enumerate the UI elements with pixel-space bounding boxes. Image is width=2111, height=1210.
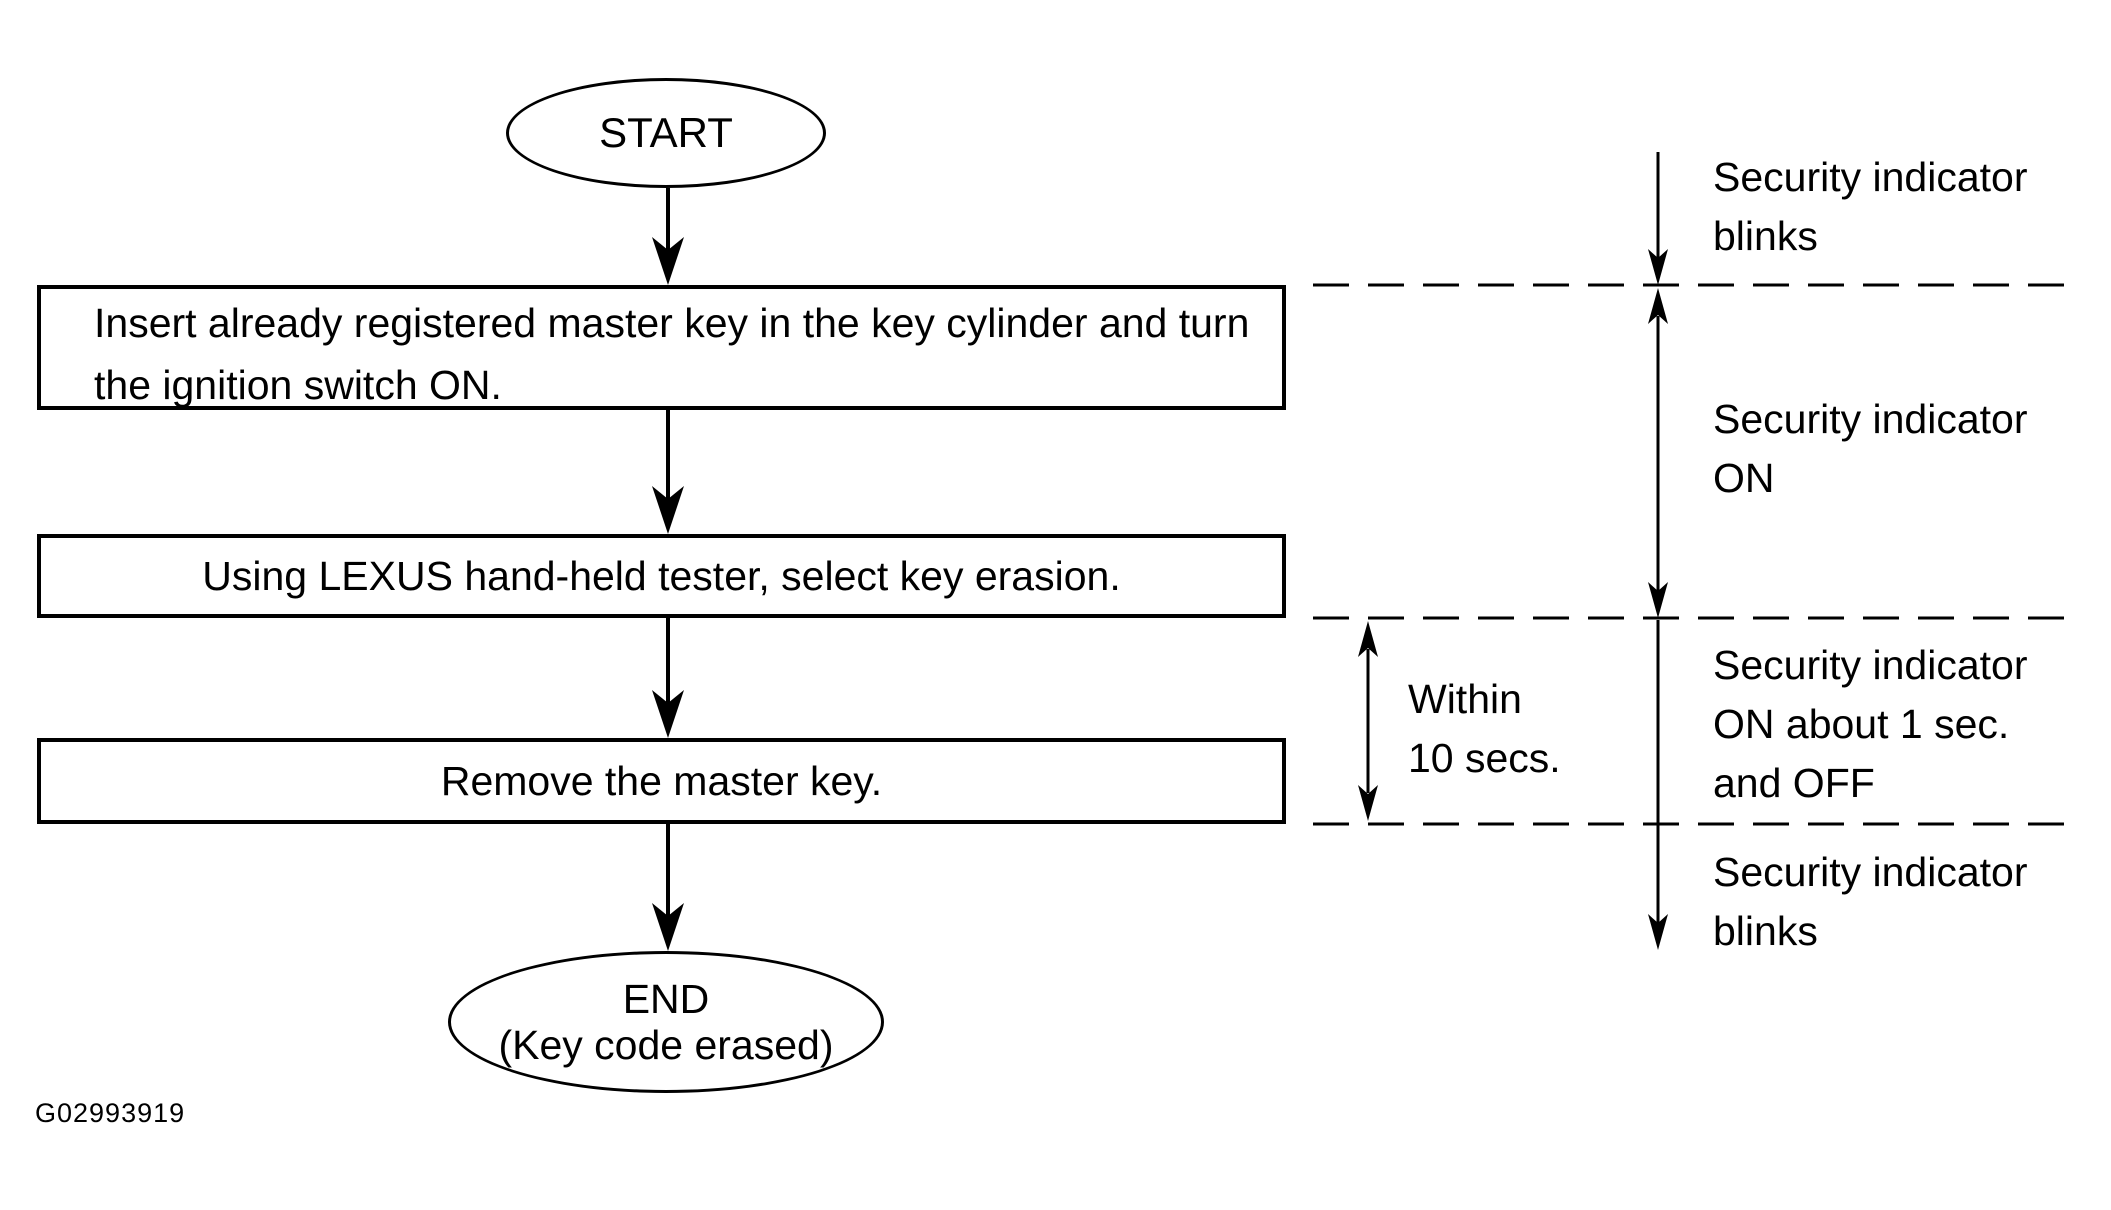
indicator-state-label-on: Security indicator ON	[1713, 396, 2028, 501]
span-arrow-blinks-top-icon	[1648, 152, 1668, 285]
end-label: END	[622, 976, 710, 1022]
process-box-insert-key: Insert already registered master key in …	[37, 285, 1286, 410]
indicator-span-arrows	[1648, 152, 1668, 950]
indicator-state-label-on-1sec-off: Security indicator ON about 1 sec. and O…	[1713, 642, 2028, 806]
process-box-text: Insert already registered master key in …	[94, 300, 1250, 408]
end-terminal: END (Key code erased)	[448, 951, 884, 1093]
within-timing-label: Within 10 secs.	[1408, 670, 1638, 788]
span-arrow-blinks-bottom-icon	[1648, 620, 1668, 950]
process-box-remove-key: Remove the master key.	[37, 738, 1286, 824]
arrow-step3-to-end-icon	[652, 824, 684, 951]
within-timing-line1: Within	[1408, 676, 1522, 722]
within-timing-line2: 10 secs.	[1408, 735, 1561, 781]
figure-code: G02993919	[35, 1098, 186, 1128]
process-box-select-key-erasion: Using LEXUS hand-held tester, select key…	[37, 534, 1286, 618]
span-arrow-indicator-on-icon	[1648, 288, 1668, 618]
within-range-arrow-icon	[1358, 621, 1378, 821]
start-label: START	[599, 109, 733, 156]
arrow-step1-to-step2-icon	[652, 410, 684, 534]
start-terminal: START	[506, 78, 826, 188]
indicator-state-label-blinks-bottom: Security indicator blinks	[1713, 849, 2028, 954]
arrow-start-to-step1-icon	[652, 188, 684, 285]
process-box-text: Using LEXUS hand-held tester, select key…	[202, 552, 1121, 599]
end-sublabel: (Key code erased)	[498, 1022, 834, 1068]
flow-arrows	[652, 188, 684, 951]
process-box-text: Remove the master key.	[440, 757, 883, 804]
region-divider-lines	[1313, 283, 2078, 826]
indicator-state-label-blinks-top: Security indicator blinks	[1713, 154, 2028, 259]
arrow-step2-to-step3-icon	[652, 618, 684, 738]
